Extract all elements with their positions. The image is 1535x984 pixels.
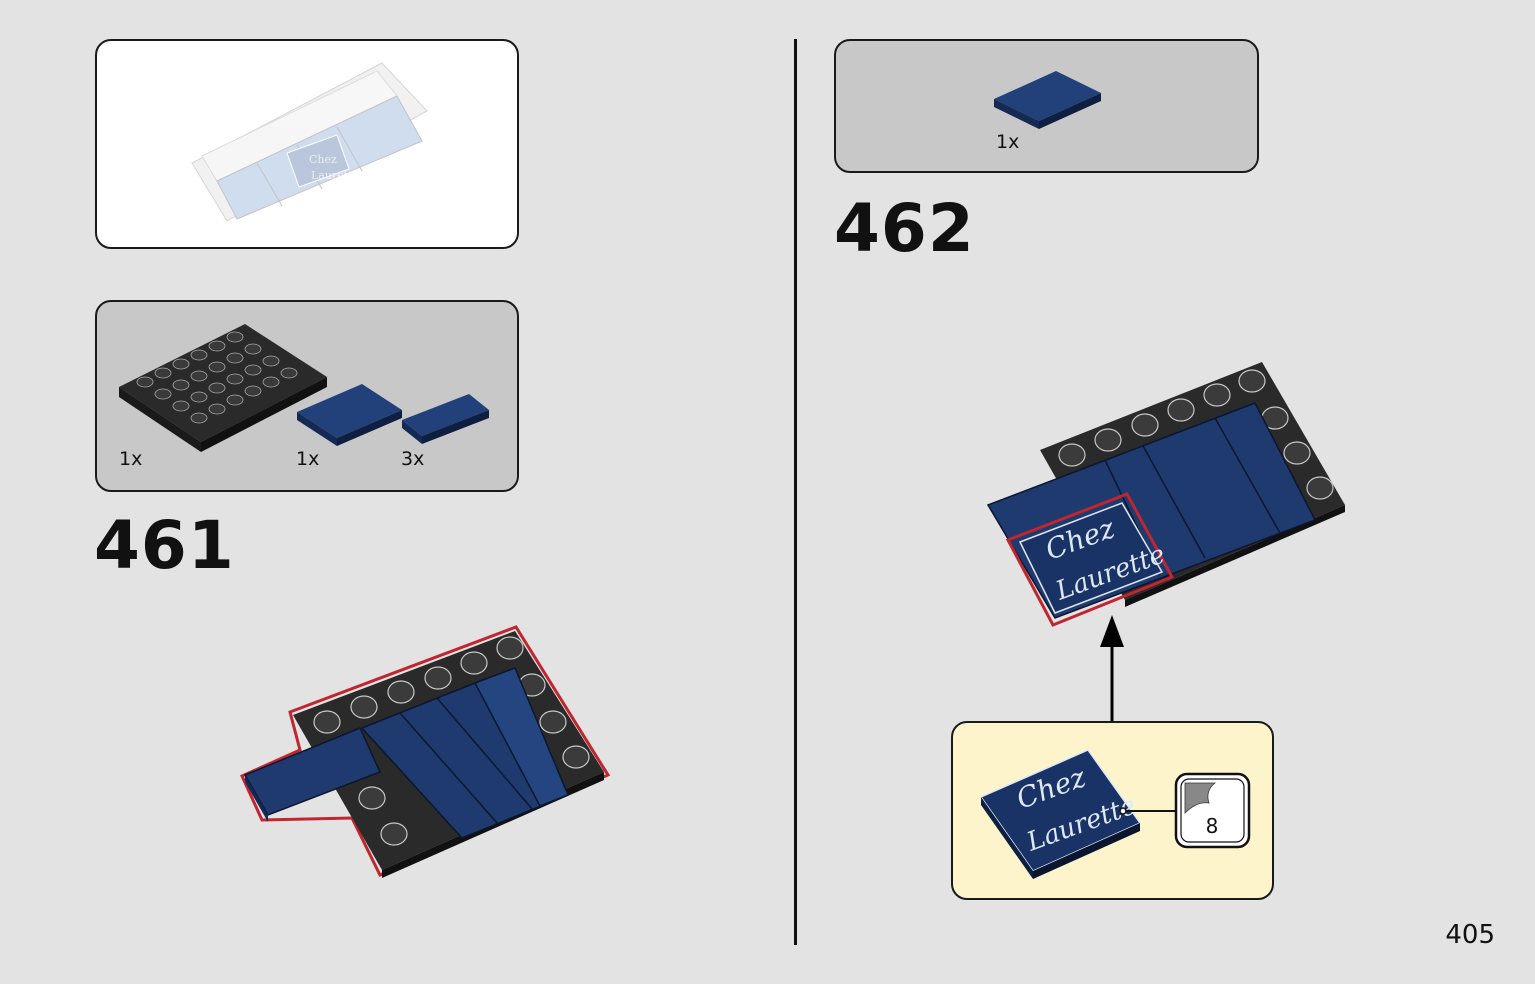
sticker-sheet-number: 8 bbox=[1206, 814, 1219, 838]
column-divider bbox=[794, 39, 797, 945]
page-number: 405 bbox=[1445, 920, 1495, 950]
blue-tile-small-icon bbox=[402, 394, 489, 444]
sticker-tile-icon: Chez Laurette bbox=[979, 749, 1142, 879]
preview-box: Chez Laurette bbox=[95, 39, 519, 249]
part-qty: 3x bbox=[401, 448, 425, 470]
preview-model-image: Chez Laurette bbox=[191, 62, 428, 222]
svg-text:Chez: Chez bbox=[309, 153, 337, 166]
step-number-461: 461 bbox=[94, 507, 235, 584]
blue-tile-large-icon bbox=[297, 384, 402, 446]
part-qty: 1x bbox=[996, 131, 1020, 153]
step-number-462: 462 bbox=[834, 190, 975, 267]
sticker-callout: Chez Laurette 8 bbox=[951, 721, 1274, 900]
parts-list-462-art bbox=[994, 71, 1101, 129]
parts-list-461-art bbox=[119, 324, 489, 452]
parts-list-461: 1x 1x 3x bbox=[95, 300, 519, 492]
black-plate-icon bbox=[119, 324, 327, 452]
part-qty: 1x bbox=[296, 448, 320, 470]
blue-tile-icon bbox=[994, 71, 1101, 129]
step-461-assembly bbox=[240, 625, 611, 878]
parts-list-462: 1x bbox=[834, 39, 1259, 173]
sticker-callout-art: Chez Laurette 8 bbox=[979, 749, 1251, 879]
svg-text:Laurette: Laurette bbox=[1051, 540, 1169, 607]
part-qty: 1x bbox=[119, 448, 143, 470]
sticker-sheet-icon bbox=[1174, 772, 1251, 849]
svg-text:Chez: Chez bbox=[1041, 511, 1119, 566]
svg-text:Laurette: Laurette bbox=[311, 169, 359, 182]
